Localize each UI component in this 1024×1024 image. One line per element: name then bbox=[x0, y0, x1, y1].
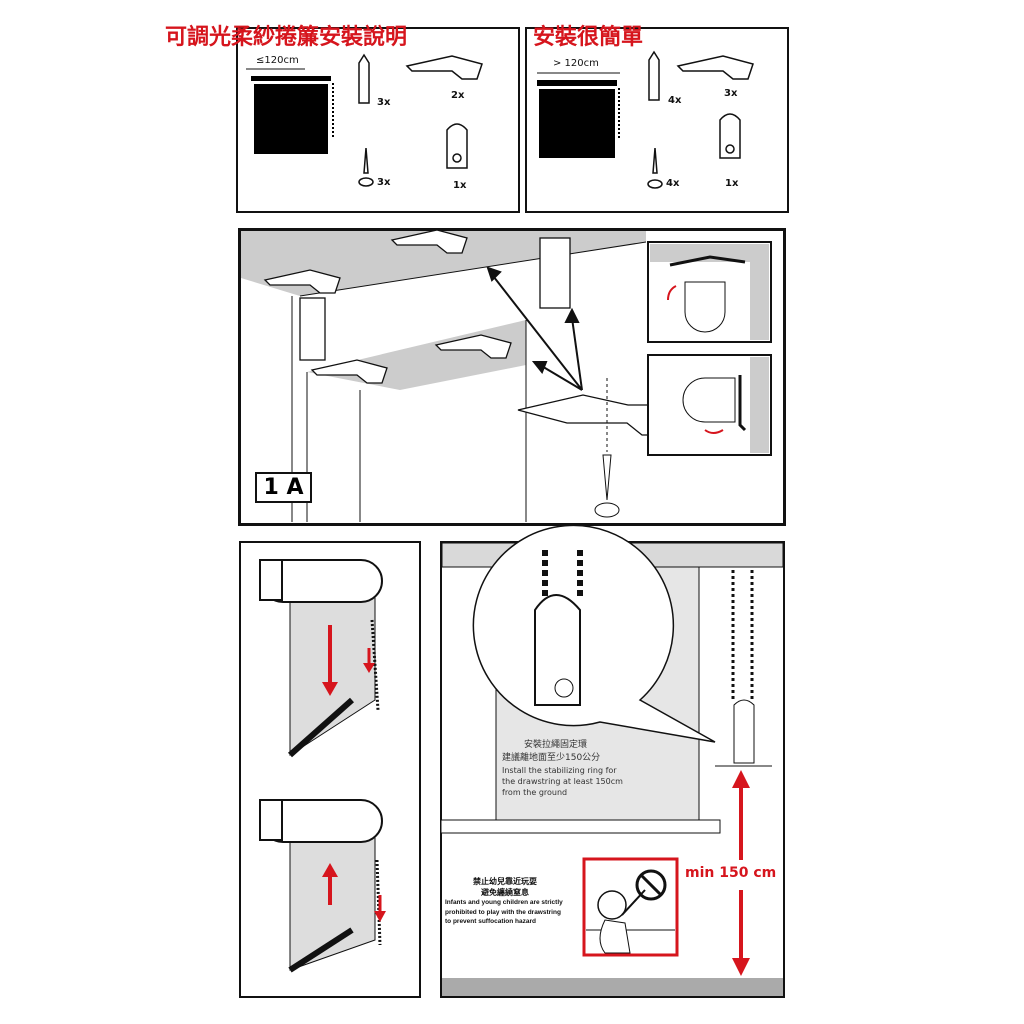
blind-icon-large bbox=[537, 80, 617, 86]
page-subtitle: 安裝很簡單 bbox=[533, 25, 644, 50]
screw-icon bbox=[602, 454, 612, 501]
anchor-icon bbox=[648, 50, 660, 101]
bracket-icon bbox=[434, 334, 512, 359]
warning-zh-1: 禁止幼兒靠近玩耍 bbox=[473, 877, 537, 886]
width-label-small: ≤120cm bbox=[256, 55, 299, 66]
ring-note-en-1: Install the stabilizing ring for bbox=[502, 766, 617, 775]
blind-lowering bbox=[259, 559, 383, 758]
anchor-icon bbox=[358, 53, 370, 104]
ring-icon bbox=[534, 594, 581, 706]
screw-icon bbox=[363, 147, 369, 174]
page-title: 可調光柔紗捲簾安裝說明 bbox=[165, 25, 408, 50]
bracket-icon bbox=[676, 55, 754, 80]
bracket-count-small: 2x bbox=[451, 90, 465, 101]
screw-count-large: 4x bbox=[666, 178, 680, 189]
ring-note-en-2: the drawstring at least 150cm bbox=[502, 777, 623, 786]
bracket-icon bbox=[263, 269, 341, 294]
step-label: 1 A bbox=[255, 472, 312, 503]
ring-count-large: 1x bbox=[725, 178, 739, 189]
bracket-count-large: 3x bbox=[724, 88, 738, 99]
prohibited-icon bbox=[635, 869, 667, 901]
ring-icon bbox=[446, 123, 468, 169]
warning-illustration bbox=[582, 857, 679, 957]
warning-en-1: Infants and young children are strictly bbox=[445, 899, 563, 906]
bracket-icon bbox=[405, 55, 483, 80]
screw-count-small: 3x bbox=[377, 177, 391, 188]
bracket-icon bbox=[310, 359, 388, 384]
warning-zh-2: 避免纏繞窒息 bbox=[481, 888, 529, 897]
blind-icon-small bbox=[251, 76, 331, 81]
warning-en-2: prohibited to play with the drawstring bbox=[445, 908, 561, 916]
ring-note-zh-1: 安裝拉繩固定環 bbox=[524, 740, 588, 750]
bracket-side-icon bbox=[539, 237, 571, 309]
ring-note-zh-2: 建議離地面至少150公分 bbox=[502, 753, 601, 763]
ring-icon bbox=[719, 113, 741, 159]
detail-inset-top bbox=[647, 241, 772, 343]
screw-icon bbox=[652, 147, 658, 174]
min-height-label: min 150 cm bbox=[685, 865, 777, 882]
ring-note: 安裝拉繩固定環 建議離地面至少150公分 Install the stabili… bbox=[502, 739, 623, 798]
anchor-count-small: 3x bbox=[377, 97, 391, 108]
callout-bubble bbox=[472, 524, 716, 743]
ring-count-small: 1x bbox=[453, 180, 467, 191]
warning-text: 禁止幼兒靠近玩耍 避免纏繞窒息 Infants and young childr… bbox=[445, 876, 563, 927]
bracket-icon bbox=[390, 229, 468, 254]
blind-raising bbox=[259, 799, 386, 973]
ring-icon-small bbox=[733, 699, 755, 764]
warning-en-3: to prevent suffocation hazard bbox=[445, 918, 537, 925]
detail-inset-bottom bbox=[647, 354, 772, 456]
bracket-side-icon bbox=[299, 297, 326, 361]
width-label-large: > 120cm bbox=[553, 58, 599, 69]
ring-note-en-3: from the ground bbox=[502, 788, 568, 797]
anchor-count-large: 4x bbox=[668, 95, 682, 106]
